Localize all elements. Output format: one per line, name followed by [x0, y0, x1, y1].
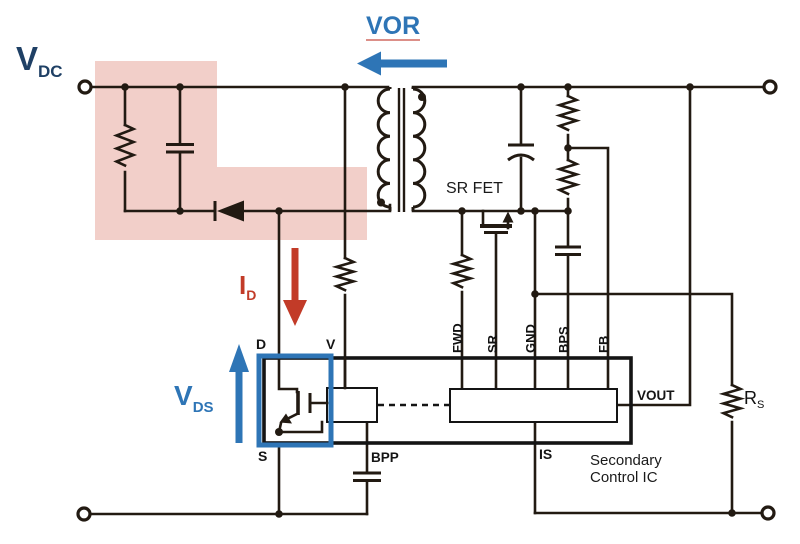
pin-label-sr: SR	[485, 334, 500, 353]
pin-label-fb: FB	[596, 335, 611, 353]
output-positive-terminal	[762, 79, 778, 95]
primary-wires	[88, 85, 392, 516]
clamp-diode	[213, 200, 244, 222]
input-return-terminal	[76, 506, 92, 522]
sr-fet-label: SR FET	[446, 180, 503, 197]
pin-label-gnd: GND	[523, 324, 538, 353]
id-current-arrow-icon	[283, 248, 307, 326]
fwd-resistor	[448, 253, 476, 289]
ic-outline	[262, 356, 633, 445]
junction-dots	[121, 83, 736, 518]
ic-secondary-block	[449, 388, 618, 423]
pin-label-fwd: FWD	[450, 323, 465, 353]
line-sense-resistor	[331, 256, 359, 292]
sense-resistor-label: RS	[744, 388, 765, 411]
sr-fet-symbol	[480, 209, 514, 234]
clamp-highlight-region	[95, 61, 367, 240]
transformer-core	[397, 88, 406, 212]
vds-label: VDS	[174, 380, 214, 416]
secondary-winding	[411, 87, 427, 211]
ic-name-label: Secondary Control IC	[590, 452, 662, 486]
clamp-resistor	[112, 123, 138, 168]
pin-label-d: D	[256, 336, 267, 352]
pin-label-is: IS	[539, 446, 553, 462]
secondary-clamp-capacitor	[507, 143, 535, 162]
transformer	[376, 87, 427, 212]
terminals	[76, 79, 778, 522]
primary-mosfet-symbol	[275, 356, 329, 436]
sense-resistor-rs	[718, 383, 746, 419]
vds-arrow-icon	[229, 344, 249, 443]
bpp-capacitor	[353, 471, 381, 482]
secondary-wires	[411, 85, 765, 515]
input-positive-terminal	[77, 79, 93, 95]
id-current-label: ID	[239, 270, 257, 303]
pin-label-bpp: BPP	[371, 450, 399, 465]
pin-label-bps: BPS	[556, 326, 571, 353]
clamp-capacitor	[166, 143, 194, 154]
primary-polarity-dot	[377, 198, 385, 207]
vds-highlight-box	[256, 353, 334, 448]
feedback-divider-lower-resistor	[555, 158, 581, 196]
feedback-divider-upper-resistor	[555, 94, 581, 132]
vdc-label: VDC	[16, 40, 63, 81]
output-return-terminal	[760, 505, 776, 521]
vor-label: VOR	[366, 12, 421, 42]
bps-capacitor	[555, 245, 581, 256]
vor-arrow-icon	[357, 51, 447, 76]
pin-label-v: V	[326, 336, 336, 352]
pin-label-vout: VOUT	[637, 388, 675, 403]
pin-label-s: S	[258, 448, 268, 464]
ic-primary-block	[326, 387, 378, 423]
primary-winding	[376, 87, 392, 211]
secondary-polarity-dot	[418, 93, 426, 101]
